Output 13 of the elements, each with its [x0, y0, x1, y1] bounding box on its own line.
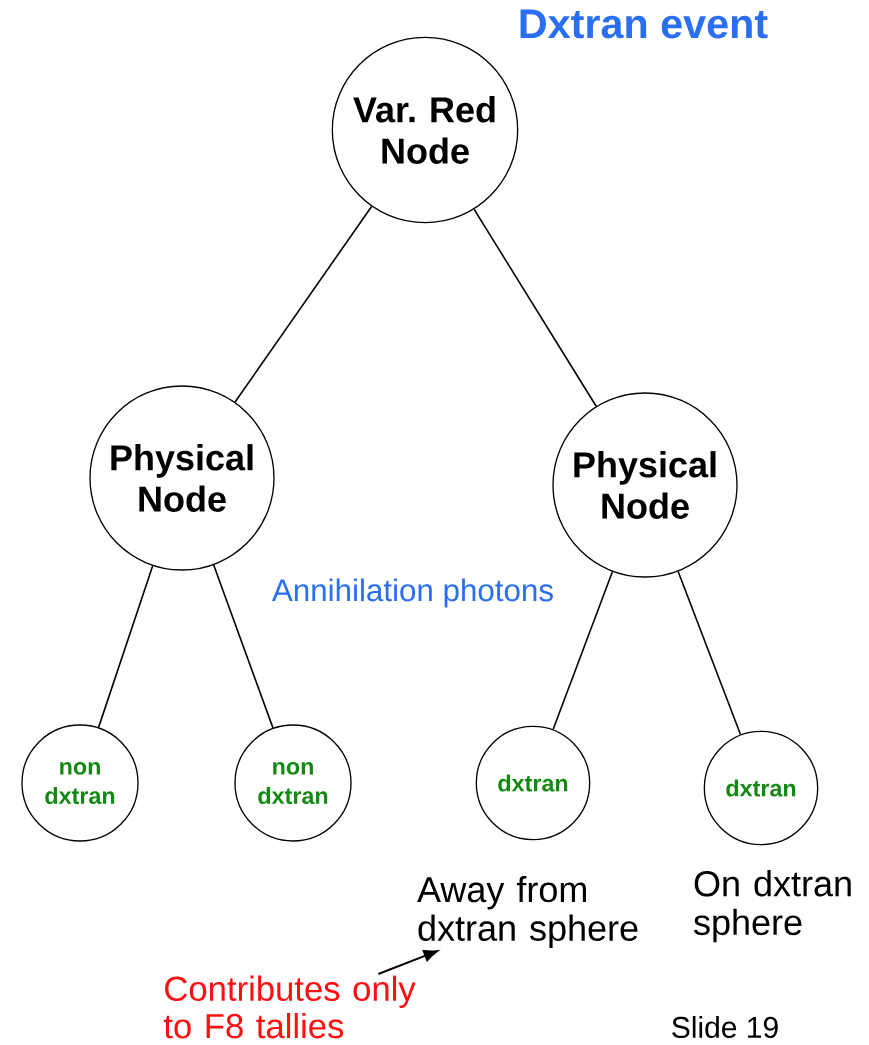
- arrow: [377, 950, 438, 975]
- connector-line: [97, 565, 154, 729]
- connector-line: [234, 205, 373, 403]
- connector-line: [473, 208, 597, 408]
- note-text: Contributes only to F8 tallies: [163, 975, 416, 1039]
- connector-line: [677, 570, 742, 736]
- connector-line: [552, 570, 614, 731]
- connector-line: [212, 564, 274, 729]
- slide-number: Slide 19: [672, 1016, 778, 1038]
- note-text: Annihilation photons: [271, 578, 553, 608]
- note-text: Away from dxtran sphere: [417, 875, 638, 949]
- note-text: On dxtran sphere: [694, 870, 851, 943]
- title: Dxtran event: [520, 9, 768, 39]
